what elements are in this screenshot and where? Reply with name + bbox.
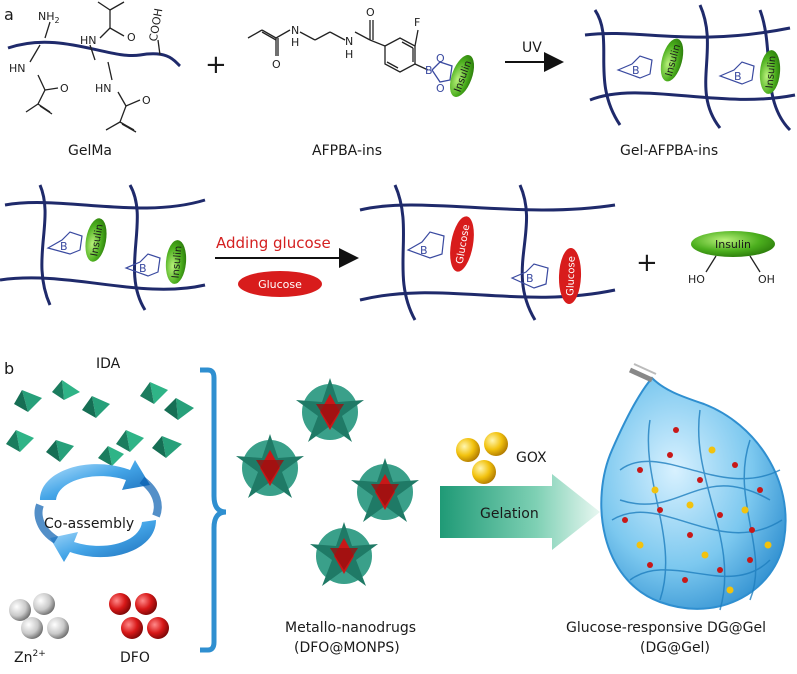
gel-afpba-boronates — [616, 55, 755, 85]
gelma-nh2: NH2 — [38, 10, 60, 25]
gel-label-1: Glucose-responsive DG@Gel — [566, 620, 766, 636]
nanodrug-4 — [310, 522, 378, 586]
gelma-hn-1: HN — [9, 62, 26, 75]
plus-sign-2: + — [636, 248, 658, 278]
glucose-pill-arrow: Glucose — [238, 271, 322, 297]
gel-b-1: B — [632, 64, 640, 77]
dfo-spheres — [109, 593, 169, 639]
glucose-pill-network-2: Glucose — [558, 248, 582, 304]
released-oh: OH — [758, 273, 775, 286]
nanodrug-3 — [351, 458, 419, 522]
gel-afpba-label: Gel-AFPBA-ins — [620, 143, 718, 159]
svg-text:Glucose: Glucose — [258, 278, 302, 291]
gel-b-2: B — [734, 70, 742, 83]
svg-text:Insulin: Insulin — [765, 55, 779, 89]
gelation-arrow — [440, 474, 600, 550]
afpba-o-2: O — [366, 6, 375, 19]
released-ho: HO — [688, 273, 705, 286]
panel-a-letter: a — [4, 5, 14, 24]
insulin-pill-gel-1: Insulin — [660, 38, 684, 82]
gelma-backbone — [7, 40, 182, 68]
afpba-o-1: O — [272, 58, 281, 71]
network-glucose-boronates — [406, 231, 549, 289]
gelma-label: GelMa — [68, 143, 112, 159]
plus-sign-1: + — [205, 50, 227, 80]
afpba-o-3: O — [436, 52, 445, 65]
ni-b-1: B — [60, 240, 68, 253]
afpba-structure — [247, 20, 453, 83]
gelma-cooh: COOH — [147, 7, 166, 42]
nanodrug-1 — [296, 378, 364, 442]
afpba-b: B — [425, 64, 433, 77]
nanodrug-2 — [236, 434, 304, 498]
svg-text:Insulin: Insulin — [715, 238, 751, 251]
glucose-pill-network-1: Glucose — [450, 216, 474, 272]
afpba-label: AFPBA-ins — [312, 143, 382, 159]
gel-label-2: (DG@Gel) — [640, 640, 710, 656]
gelma-hn-2: HN — [80, 34, 97, 47]
insulin-pill-gel-2: Insulin — [759, 50, 781, 94]
ng-b-1: B — [420, 244, 428, 257]
afpba-o-4: O — [436, 82, 445, 95]
svg-text:Glucose: Glucose — [565, 256, 577, 296]
panel-b-letter: b — [4, 359, 14, 378]
uv-label: UV — [522, 40, 542, 56]
insulin-pill-left-1: Insulin — [85, 218, 107, 262]
nanodrug-particles — [236, 378, 419, 586]
network-insulin-boronates — [46, 231, 161, 277]
afpba-h-2: H — [345, 48, 353, 61]
coassembly-label: Co-assembly — [44, 516, 134, 532]
network-glucose — [359, 184, 616, 321]
gelation-label: Gelation — [480, 506, 539, 522]
ida-label: IDA — [96, 356, 121, 372]
gelma-o-2: O — [127, 31, 136, 44]
nanodrugs-label-2: (DFO@MONPS) — [294, 640, 400, 656]
gox-label: GOX — [516, 450, 547, 466]
zn-spheres — [9, 593, 69, 639]
gelma-o-3: O — [142, 94, 151, 107]
gelma-structure — [7, 1, 182, 133]
svg-text:Insulin: Insulin — [171, 245, 185, 279]
ida-crystals — [6, 380, 194, 466]
released-insulin: Insulin HO OH — [688, 231, 775, 286]
afpba-n-2: N — [345, 35, 353, 48]
ni-b-2: B — [139, 262, 147, 275]
gelma-o-1: O — [60, 82, 69, 95]
gox-spheres — [456, 432, 508, 484]
afpba-f: F — [414, 16, 420, 29]
gelma-hn-3: HN — [95, 82, 112, 95]
coassembly-cycle — [34, 460, 162, 562]
gelma-atoms: NH2 HN O HN O HN O COOH — [9, 7, 165, 107]
zn-label: Zn2+ — [14, 649, 46, 666]
insulin-pill-left-2: Insulin — [165, 240, 187, 284]
afpba-atoms: N H O N H O F B O O — [272, 6, 445, 95]
nanodrugs-label-1: Metallo-nanodrugs — [285, 620, 416, 636]
network-insulin — [0, 184, 206, 311]
insulin-pill-afpba: Insulin — [449, 55, 474, 97]
ng-b-2: B — [526, 272, 534, 285]
adding-glucose-label: Adding glucose — [216, 234, 331, 252]
dg-gel-droplet — [600, 363, 787, 611]
afpba-h-1: H — [291, 36, 299, 49]
grouping-bracket — [200, 367, 227, 653]
dfo-label: DFO — [120, 650, 150, 666]
afpba-n-1: N — [291, 24, 299, 37]
